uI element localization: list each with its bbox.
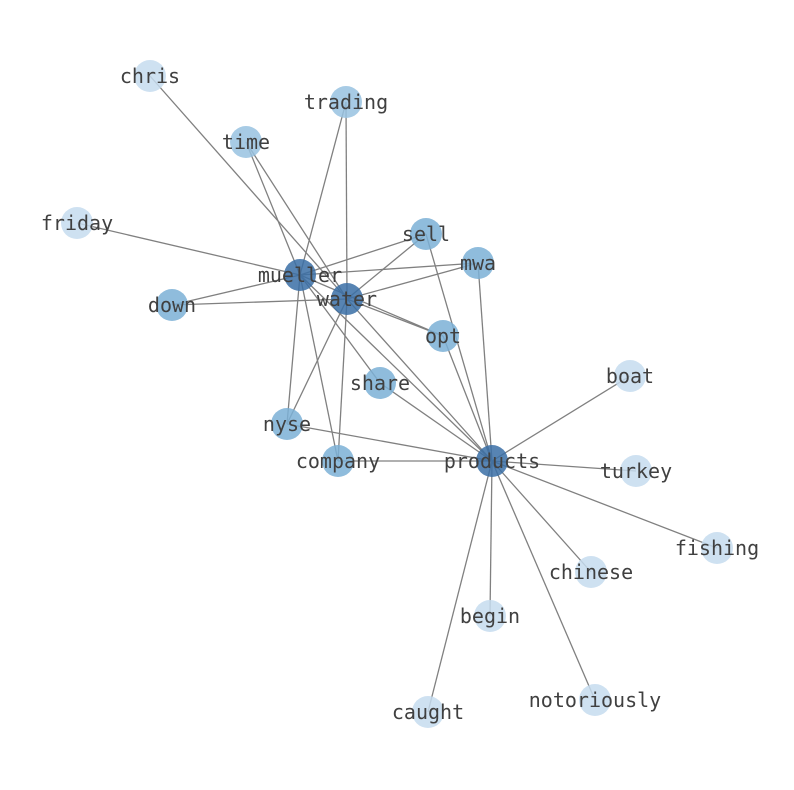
node-company [322, 445, 354, 477]
edge-water-opt [346, 298, 444, 337]
node-label-fishing: fishing [675, 536, 759, 560]
edge-nyse-products [286, 423, 493, 462]
edge-products-fishing [491, 460, 718, 549]
edge-products-turkey [491, 460, 637, 472]
node-label-sell: sell [402, 222, 450, 246]
node-fishing [701, 532, 733, 564]
node-label-friday: friday [41, 211, 113, 235]
node-boat [614, 360, 646, 392]
edge-products-caught [427, 460, 493, 713]
node-caught [412, 696, 444, 728]
edge-water-nyse [286, 298, 348, 425]
node-label-mwa: mwa [460, 251, 496, 275]
edge-mueller-nyse [286, 274, 301, 425]
node-label-boat: boat [606, 364, 654, 388]
node-label-notoriously: notoriously [529, 688, 661, 712]
node-nyse [271, 408, 303, 440]
nodes-layer [61, 60, 733, 728]
edge-products-notoriously [491, 460, 596, 701]
edge-time-mueller [245, 141, 301, 276]
node-label-turkey: turkey [600, 459, 672, 483]
node-chris [134, 60, 166, 92]
edge-chris-water [149, 75, 348, 300]
edges-layer [76, 75, 718, 713]
node-mueller [284, 259, 316, 291]
node-share [364, 367, 396, 399]
edge-water-company [337, 298, 348, 462]
edge-share-products [379, 382, 493, 462]
node-label-caught: caught [392, 700, 464, 724]
edge-sell-water [346, 233, 427, 300]
edge-mueller-down [171, 274, 301, 306]
edge-trading-water [345, 101, 348, 300]
node-label-nyse: nyse [263, 412, 311, 436]
edge-mwa-water [346, 262, 479, 300]
edge-products-boat [491, 375, 631, 462]
node-label-begin: begin [460, 604, 520, 628]
edge-mueller-products [299, 274, 493, 462]
edge-friday-mueller [76, 222, 301, 276]
edge-mueller-company [299, 274, 339, 462]
node-trading [330, 86, 362, 118]
edge-mwa-mueller [299, 262, 479, 276]
node-label-products: products [444, 449, 540, 473]
node-mwa [462, 247, 494, 279]
node-down [156, 289, 188, 321]
node-time [230, 126, 262, 158]
node-label-water: water [317, 287, 377, 311]
node-label-company: company [296, 449, 380, 473]
node-notoriously [579, 684, 611, 716]
node-label-share: share [350, 371, 410, 395]
node-turkey [620, 455, 652, 487]
edge-trading-mueller [299, 101, 347, 276]
node-label-chris: chris [120, 64, 180, 88]
node-label-time: time [222, 130, 270, 154]
node-water [331, 283, 363, 315]
edge-water-down [171, 298, 348, 306]
edge-sell-products [425, 233, 493, 462]
node-label-trading: trading [304, 90, 388, 114]
node-friday [61, 207, 93, 239]
node-begin [474, 600, 506, 632]
node-label-down: down [148, 293, 196, 317]
node-products [476, 445, 508, 477]
edge-products-chinese [491, 460, 592, 573]
node-opt [427, 320, 459, 352]
node-label-opt: opt [425, 324, 461, 348]
node-label-chinese: chinese [549, 560, 633, 584]
edge-water-products [346, 298, 493, 462]
edge-mueller-share [299, 274, 381, 384]
node-chinese [575, 556, 607, 588]
edge-mwa-products [477, 262, 493, 462]
node-sell [410, 218, 442, 250]
edge-sell-mueller [299, 233, 427, 276]
edge-products-begin [489, 460, 493, 617]
node-label-mueller: mueller [258, 263, 342, 287]
edge-mueller-opt [299, 274, 444, 337]
edge-opt-products [442, 335, 493, 462]
